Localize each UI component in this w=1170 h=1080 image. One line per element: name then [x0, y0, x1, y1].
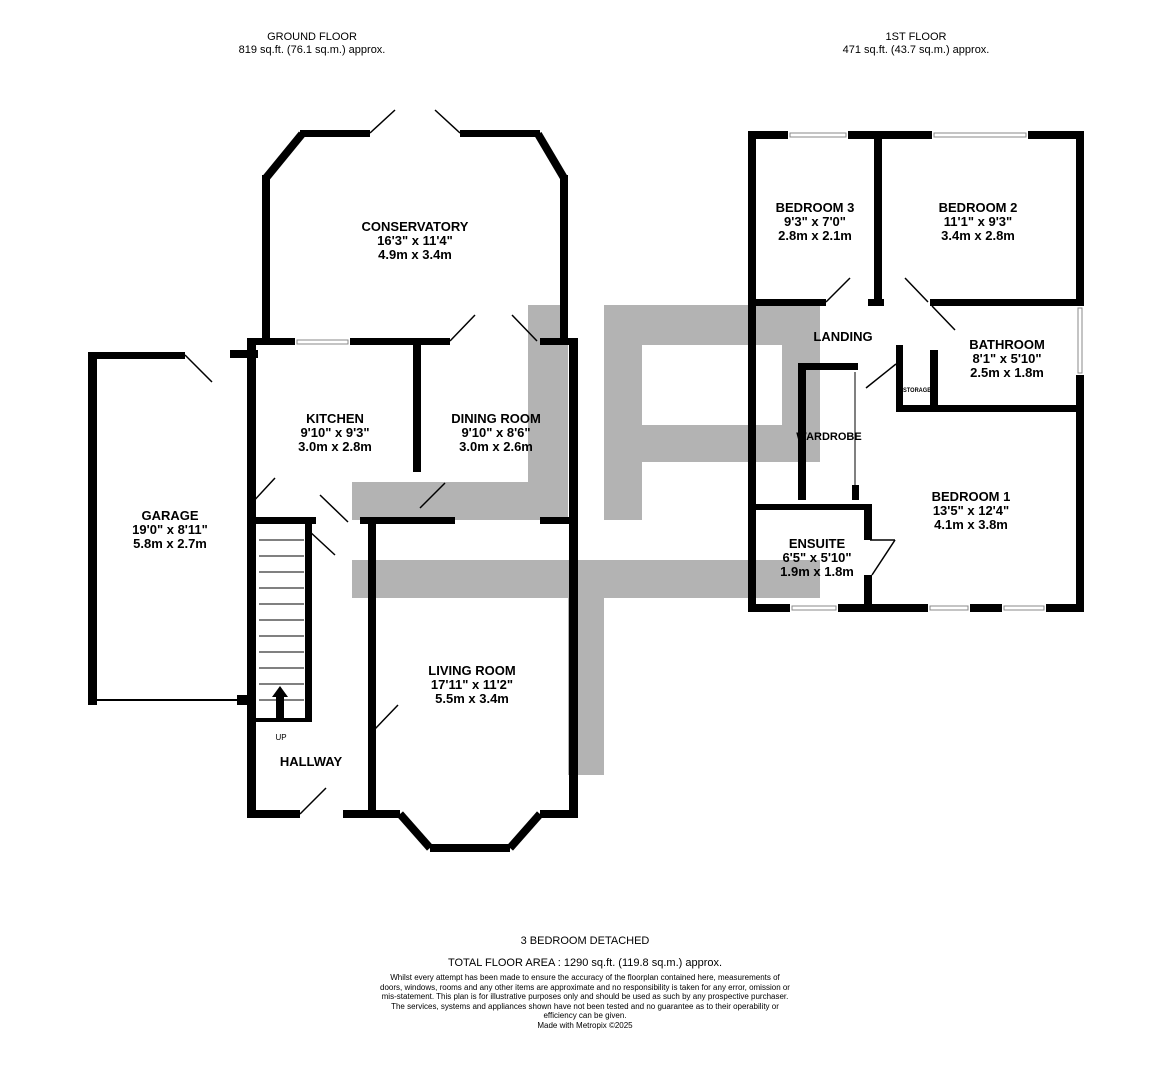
- bedroom1-imperial: 13'5" x 12'4": [933, 503, 1009, 518]
- kitchen-name: KITCHEN: [306, 411, 364, 426]
- conservatory-name: CONSERVATORY: [362, 219, 469, 234]
- bedroom2-metric: 3.4m x 2.8m: [941, 228, 1015, 243]
- windows: [296, 132, 1083, 611]
- kitchen-imperial: 9'10" x 9'3": [300, 425, 369, 440]
- bedroom1-name: BEDROOM 1: [932, 489, 1011, 504]
- living-imperial: 17'11" x 11'2": [431, 677, 513, 692]
- bedroom2-name: BEDROOM 2: [939, 200, 1018, 215]
- conservatory-imperial: 16'3" x 11'4": [377, 233, 453, 248]
- ensuite-imperial: 6'5" x 5'10": [782, 550, 851, 565]
- bedroom1-metric: 4.1m x 3.8m: [934, 517, 1008, 532]
- living-name: LIVING ROOM: [428, 663, 515, 678]
- dining-name: DINING ROOM: [451, 411, 541, 426]
- ground-floor-area: 819 sq.ft. (76.1 sq.m.) approx.: [238, 44, 386, 56]
- stairs-up-arrow-icon: [272, 686, 288, 718]
- garage-metric: 5.8m x 2.7m: [133, 536, 207, 551]
- bedroom3-imperial: 9'3" x 7'0": [784, 214, 846, 229]
- first-floor-walls: [748, 131, 1084, 612]
- storage-name: STORAGE: [903, 388, 931, 394]
- bathroom-name: BATHROOM: [969, 337, 1045, 352]
- garage-name: GARAGE: [141, 508, 198, 523]
- kitchen-metric: 3.0m x 2.8m: [298, 439, 372, 454]
- bedroom2-imperial: 11'1" x 9'3": [944, 214, 1012, 229]
- living-metric: 5.5m x 3.4m: [435, 691, 509, 706]
- bathroom-metric: 2.5m x 1.8m: [970, 365, 1044, 380]
- first-floor-area: 471 sq.ft. (43.7 sq.m.) approx.: [842, 44, 990, 56]
- dining-imperial: 9'10" x 8'6": [461, 425, 530, 440]
- ensuite-metric: 1.9m x 1.8m: [780, 564, 854, 579]
- dining-metric: 3.0m x 2.6m: [459, 439, 533, 454]
- ground-floor-details: [97, 109, 568, 852]
- first-floor-title: 1ST FLOOR: [885, 31, 947, 43]
- first-floor-header: 1ST FLOOR 471 sq.ft. (43.7 sq.m.) approx…: [766, 31, 1066, 57]
- bathroom-imperial: 8'1" x 5'10": [972, 351, 1041, 366]
- wardrobe-name: WARDROBE: [796, 431, 861, 443]
- landing-name: LANDING: [813, 329, 872, 344]
- ground-floor-header: GROUND FLOOR 819 sq.ft. (76.1 sq.m.) app…: [162, 31, 462, 57]
- ground-floor-walls: [88, 130, 578, 818]
- bedroom3-name: BEDROOM 3: [776, 200, 855, 215]
- hallway-name: HALLWAY: [280, 754, 343, 769]
- disclaimer: Whilst every attempt has been made to en…: [380, 973, 790, 1030]
- garage-imperial: 19'0" x 8'11": [132, 522, 208, 537]
- first-floor-details: [825, 277, 956, 576]
- disclaimer-text: Whilst every attempt has been made to en…: [380, 973, 790, 1020]
- bedroom3-metric: 2.8m x 2.1m: [778, 228, 852, 243]
- stairs-up-label: UP: [275, 733, 286, 742]
- property-type: 3 BEDROOM DETACHED: [520, 935, 650, 947]
- total-floor-area: TOTAL FLOOR AREA : 1290 sq.ft. (119.8 sq…: [447, 957, 723, 969]
- ground-floor-title: GROUND FLOOR: [267, 31, 357, 43]
- ensuite-name: ENSUITE: [789, 536, 846, 551]
- made-with: Made with Metropix ©2025: [537, 1020, 633, 1030]
- conservatory-metric: 4.9m x 3.4m: [378, 247, 452, 262]
